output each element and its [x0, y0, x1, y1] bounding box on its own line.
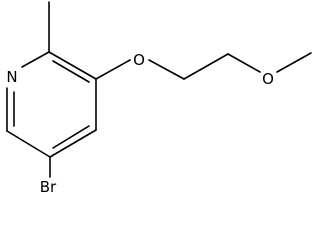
bond-ch2-o: [227, 53, 261, 73]
atom-label-nitrogen: N: [6, 68, 17, 86]
bond-c4-c5-inner: [52, 125, 90, 149]
atom-label-ether-oxygen: O: [133, 51, 145, 69]
bond-o-methyl: [276, 52, 312, 73]
bond-n-c2: [21, 51, 50, 68]
atom-label-methoxy-oxygen: O: [262, 70, 274, 88]
bond-o-ch2: [148, 59, 185, 80]
bond-c2-c3-inner: [52, 60, 90, 83]
molecule-structure: N O O Br: [6, 1, 312, 196]
bond-c4-c5: [49, 129, 97, 158]
bond-c2-c3: [48, 51, 97, 80]
structure-canvas: N O O Br: [6, 1, 312, 196]
bond-c5-c6: [6, 130, 51, 158]
atom-label-bromine: Br: [40, 178, 57, 196]
bond-c3-o: [95, 59, 131, 80]
bond-ch2-ch2: [183, 53, 229, 80]
